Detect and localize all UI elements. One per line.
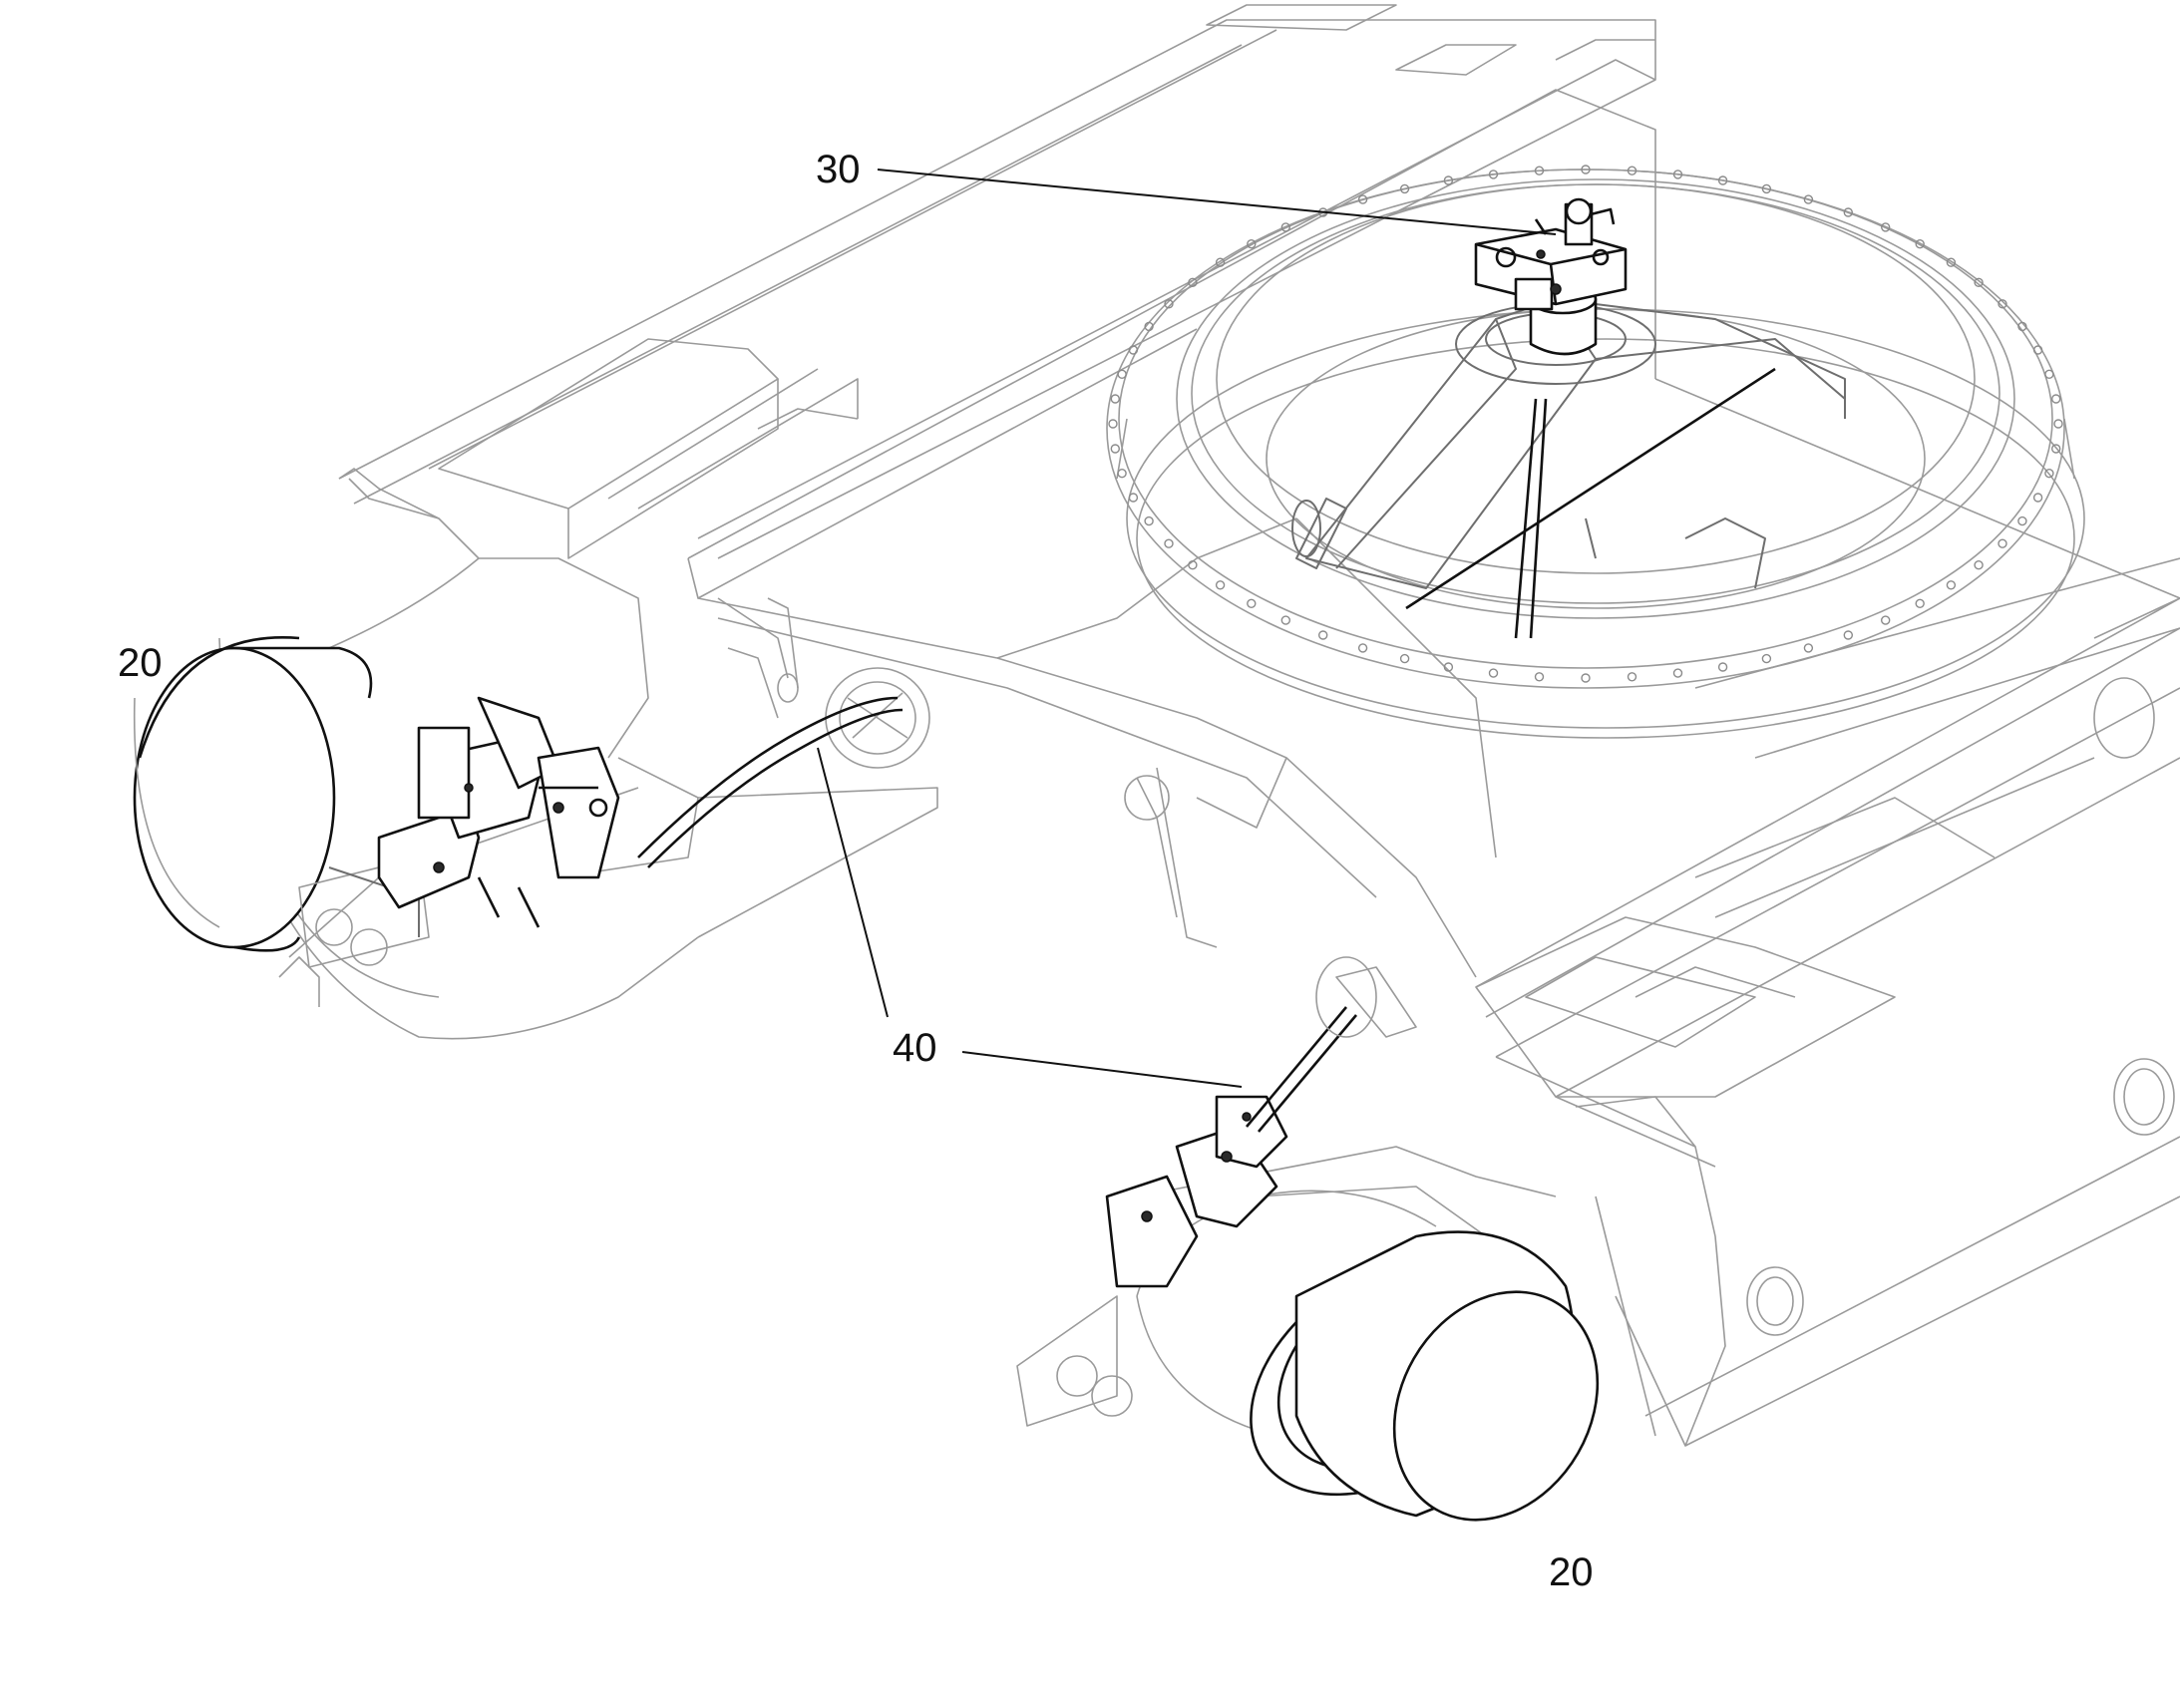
bolt-hole — [1357, 194, 1368, 204]
bolt-hole — [1215, 580, 1226, 590]
bolt-hole — [1974, 277, 1984, 287]
bolt-hole — [1110, 444, 1121, 454]
bolt-hole — [1110, 394, 1121, 404]
bolt-hole — [1164, 538, 1174, 548]
bolt-hole — [1946, 257, 1957, 267]
bolt-hole — [1915, 238, 1925, 249]
bolt-hole — [2032, 345, 2043, 355]
bolt-hole — [1717, 662, 1728, 672]
bolt-hole — [1627, 166, 1637, 175]
label-drive-left: 20 — [118, 641, 163, 685]
reference-labels: 20 30 40 20 — [118, 148, 1594, 1594]
bolt-hole — [1880, 615, 1891, 625]
rotor-support-arm — [1291, 298, 1846, 639]
chassis-frame — [338, 4, 2180, 1447]
bolt-hole — [1188, 277, 1198, 287]
bolt-hole — [2017, 515, 2027, 526]
bolt-hole — [1357, 643, 1368, 653]
bolt-hole — [1488, 170, 1499, 179]
bolt-hole — [1880, 222, 1891, 232]
bolt-hole — [1843, 630, 1854, 640]
left-drive-unit — [133, 468, 938, 1040]
leader-30 — [877, 169, 1557, 235]
bolt-hole — [1128, 345, 1139, 355]
bolt-hole — [1144, 515, 1154, 526]
leader-40-upper — [817, 747, 889, 1018]
bolt-hole — [2050, 444, 2061, 454]
bolt-hole — [1317, 630, 1328, 640]
bolt-hole — [1399, 653, 1410, 664]
bolt-hole — [1915, 598, 1925, 608]
bolt-hole — [1803, 643, 1814, 653]
bolt-hole — [1108, 419, 1118, 429]
bolt-hole — [1843, 207, 1854, 217]
bolt-hole — [1946, 580, 1957, 590]
label-drive-right: 20 — [1549, 1550, 1594, 1594]
bolt-hole — [1117, 469, 1127, 479]
bolt-hole — [1761, 183, 1772, 194]
bolt-hole — [2050, 394, 2061, 404]
bolt-hole — [1399, 183, 1410, 194]
bolt-hole — [1803, 194, 1814, 204]
top-hub-assembly — [1455, 197, 1656, 385]
bolt-hole — [1247, 238, 1257, 249]
bolt-hole — [1672, 170, 1683, 179]
bolt-hole — [2017, 321, 2027, 332]
bolt-hole — [1581, 673, 1591, 683]
bolt-hole — [1627, 672, 1637, 682]
leader-40-lower — [961, 1051, 1243, 1088]
bolt-hole — [1280, 222, 1291, 232]
bolt-hole — [1144, 321, 1154, 332]
bolt-hole — [1974, 560, 1984, 570]
bolt-hole — [1581, 165, 1591, 174]
leader-lines — [817, 169, 1557, 1088]
bolt-hole — [1717, 175, 1728, 185]
label-assembly-top: 30 — [816, 148, 861, 191]
bolt-hole — [1188, 560, 1198, 570]
bolt-hole — [1534, 672, 1545, 682]
label-cable: 40 — [893, 1026, 937, 1070]
bolt-hole — [2044, 469, 2054, 479]
bolt-hole — [1128, 493, 1139, 503]
bolt-hole — [1247, 598, 1257, 608]
bolt-hole — [1672, 668, 1683, 678]
bolt-hole — [1998, 299, 2007, 309]
bolt-hole — [1215, 257, 1226, 267]
bolt-hole — [1443, 175, 1454, 185]
bolt-hole — [1164, 299, 1174, 309]
bolt-hole — [1443, 662, 1454, 672]
bolt-hole — [1280, 615, 1291, 625]
bolt-hole — [2032, 493, 2043, 503]
bolt-hole — [1534, 166, 1545, 175]
bolt-hole — [1488, 668, 1499, 678]
bolt-hole — [1998, 538, 2007, 548]
bolt-hole — [1117, 369, 1127, 379]
slewing-ring — [1106, 165, 2085, 739]
ring-bolt-holes — [1108, 165, 2063, 683]
right-drive-unit — [1016, 956, 1600, 1522]
bolt-hole — [1761, 653, 1772, 664]
bolt-hole — [2044, 369, 2054, 379]
bolt-hole — [2053, 419, 2063, 429]
